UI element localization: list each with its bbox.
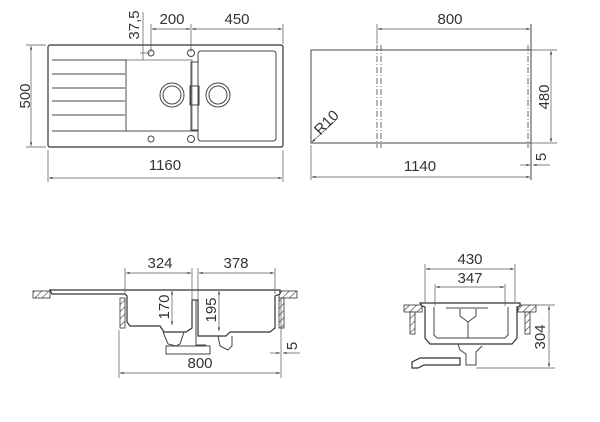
dim-450: 450 (224, 11, 249, 28)
dim-304: 304 (532, 324, 549, 349)
dim-200: 200 (159, 11, 184, 28)
siphon (457, 343, 483, 366)
sink-outline (47, 44, 284, 148)
dim-5-front: 5 (284, 342, 301, 350)
front-section: 324 378 170 195 800 5 (32, 255, 301, 378)
bowl-profile (418, 302, 521, 345)
bowl-large (197, 50, 277, 142)
dim-170: 170 (156, 294, 173, 319)
drain-icon (159, 82, 231, 108)
dim-195: 195 (203, 297, 220, 322)
dim-depth-500: 500 (17, 83, 34, 108)
dim-324: 324 (147, 255, 172, 272)
dim-800: 800 (437, 11, 462, 28)
cutout-view: 800 480 1140 5 R10 (310, 11, 557, 180)
dim-1140: 1140 (404, 158, 436, 175)
overflow-box (189, 85, 200, 106)
dim-37-5: 37,5 (126, 10, 143, 39)
cutout-outline (310, 49, 532, 144)
top-view: 500 1160 200 450 37,5 (17, 10, 284, 182)
overflow-pipe (446, 307, 488, 338)
dim-347: 347 (457, 270, 482, 287)
outlet-pipe (411, 357, 461, 369)
dim-378: 378 (223, 255, 248, 272)
side-section: 430 347 304 (403, 251, 555, 369)
dim-480: 480 (536, 84, 553, 109)
dim-5: 5 (533, 153, 550, 161)
drain-pipe (162, 299, 233, 355)
dim-430: 430 (457, 251, 482, 268)
dim-800-front: 800 (187, 355, 212, 372)
bowl-small (125, 59, 193, 132)
dim-r10: R10 (311, 107, 342, 138)
dim-width-1160: 1160 (149, 157, 181, 174)
